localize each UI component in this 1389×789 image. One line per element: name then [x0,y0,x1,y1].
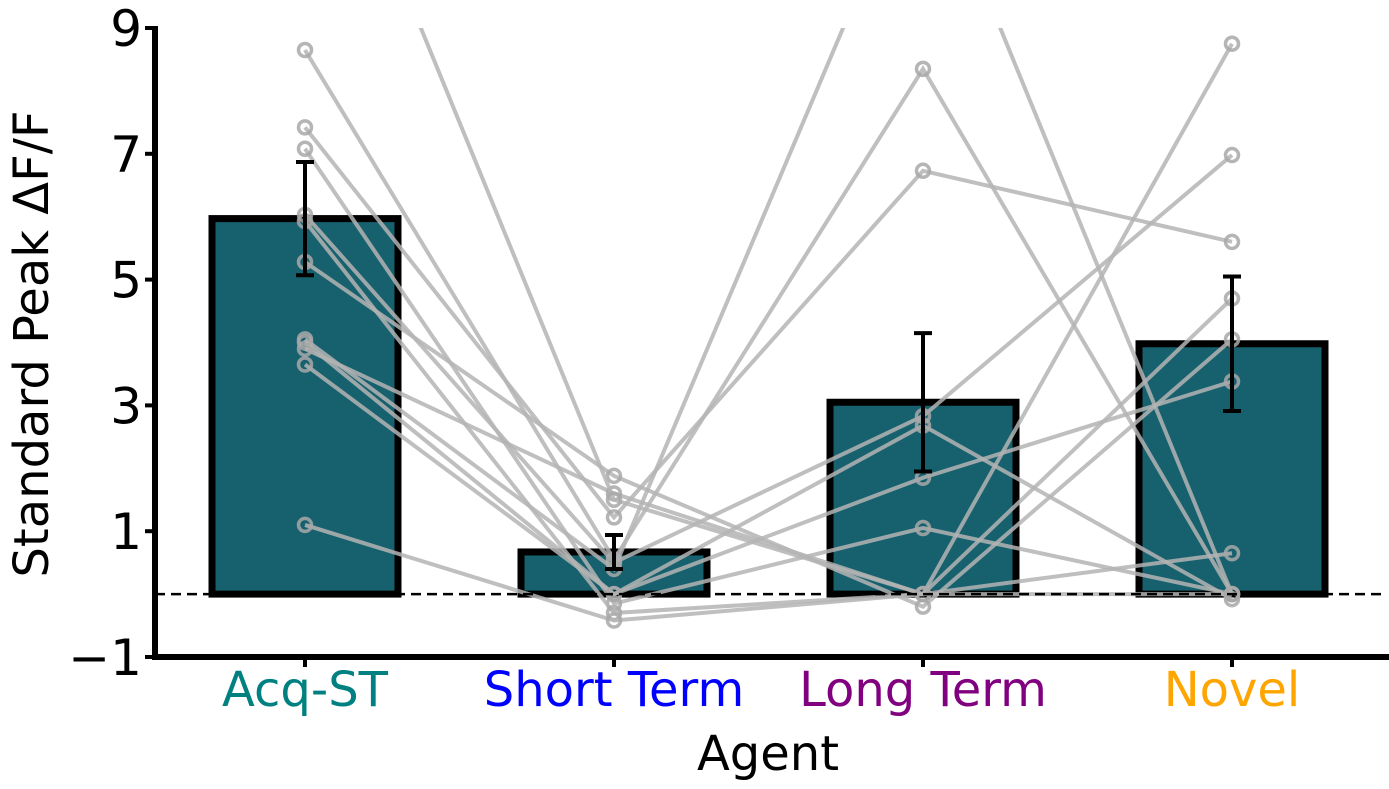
subject-point [914,519,932,537]
subject-line-11 [418,28,1234,597]
subject-point [1223,146,1241,164]
subject-point [605,509,623,526]
y-tick-label: 7 [110,126,142,184]
y-tick-label: 9 [110,0,142,58]
subject-line-9 [303,362,1233,597]
subject-line-1 [303,48,1234,596]
subject-line-5 [303,219,1234,616]
subject-line-7 [303,340,1233,601]
x-tick-labels: Acq-ST Short Term Long Term Novel [222,657,1300,718]
y-tick-label: 3 [110,377,142,435]
subject-line-10 [304,522,1233,623]
x-tick-label: Novel [1164,662,1301,718]
subject-point [296,331,314,348]
subject-point [296,41,314,59]
x-tick-label: Short Term [484,662,744,718]
y-tick-label: −1 [68,629,142,687]
bar-novel [1135,340,1329,598]
x-tick-label: Long Term [799,662,1047,718]
subject-point [605,467,623,485]
subject-point [296,140,314,158]
subject-point [605,491,623,508]
y-tick-label: 5 [110,252,142,310]
subject-point [914,60,932,78]
subject-point [296,516,314,534]
subject-point [1223,35,1241,52]
subject-point [296,119,314,136]
individual-lines [296,28,1241,629]
subject-point [296,356,314,373]
subject-line-6 [303,260,1234,610]
subject-line-4 [303,153,1234,566]
y-axis-label: Standard Peak ΔF/F [4,110,60,577]
error-bars [296,159,1241,571]
y-tick-label: 1 [110,503,142,561]
subject-line-2 [303,126,1233,521]
subject-line-12 [303,28,1234,595]
axes [152,26,1389,660]
subject-line-8 [304,346,1232,597]
x-axis-label: Agent [697,726,839,782]
subject-point [605,612,623,629]
subject-line-3 [303,147,1233,606]
subject-point [1223,585,1241,603]
x-tick-label: Acq-ST [222,662,389,718]
y-tick-labels: −1 1 3 5 7 9 [68,0,155,687]
subject-point [296,340,314,358]
subject-point [1223,233,1241,251]
subject-point [914,162,932,180]
subject-point [1223,544,1241,562]
